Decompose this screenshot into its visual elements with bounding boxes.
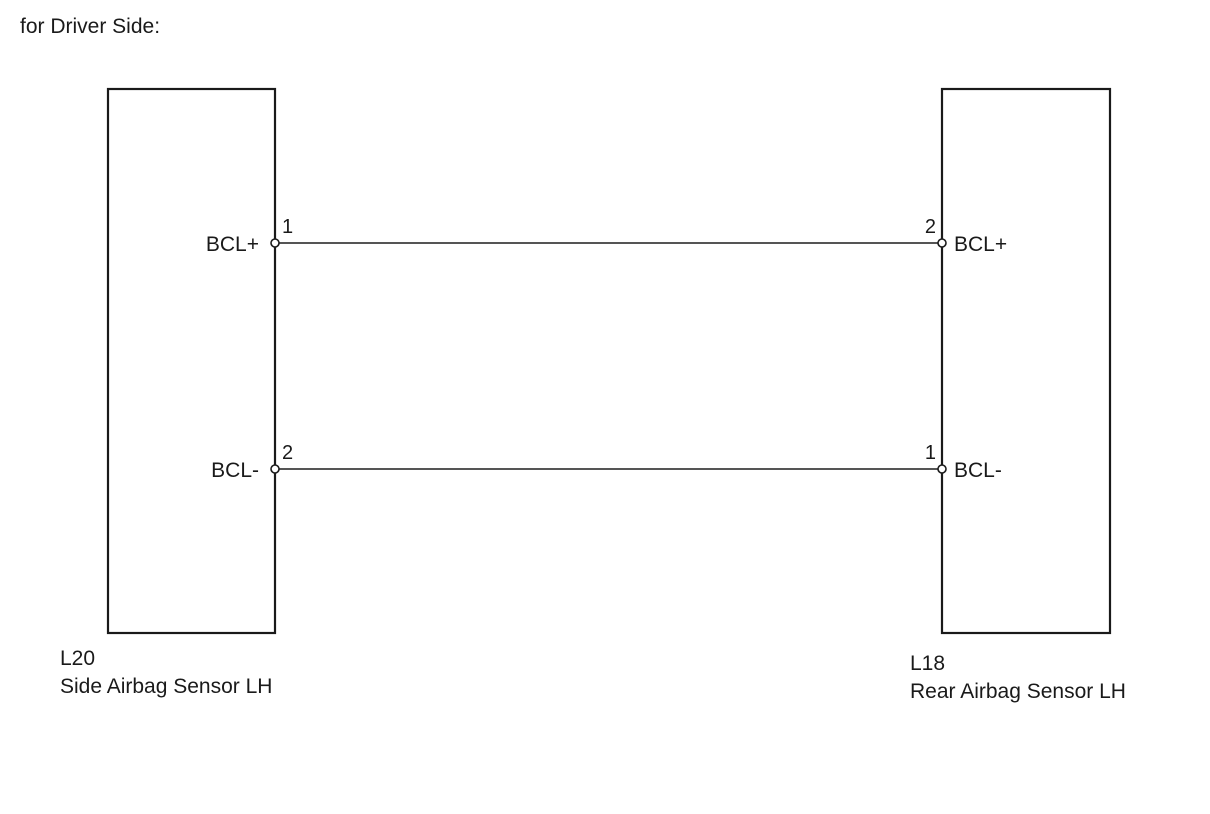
right-terminal-bcl-minus (937, 464, 947, 474)
left-component-code: L20 (60, 647, 96, 670)
right-pin-number-1: 1 (925, 442, 936, 464)
right-component-label: L18 Rear Airbag Sensor LH (910, 650, 1126, 706)
right-component-box (940, 87, 1112, 635)
left-terminal-bcl-minus (270, 464, 280, 474)
right-signal-bcl-minus: BCL- (954, 459, 1002, 482)
left-component-box (106, 87, 277, 635)
left-pin-number-2: 2 (282, 442, 293, 464)
left-pin-number-1: 1 (282, 216, 293, 238)
right-terminal-bcl-plus (937, 238, 947, 248)
left-component-name: Side Airbag Sensor LH (60, 675, 273, 698)
left-signal-bcl-minus: BCL- (211, 459, 259, 482)
left-component-label: L20 Side Airbag Sensor LH (60, 645, 272, 701)
right-component-name: Rear Airbag Sensor LH (910, 680, 1126, 703)
diagram-heading: for Driver Side: (20, 15, 161, 38)
right-component-code: L18 (910, 652, 946, 675)
right-signal-bcl-plus: BCL+ (954, 233, 1007, 256)
left-signal-bcl-plus: BCL+ (206, 233, 259, 256)
left-terminal-bcl-plus (270, 238, 280, 248)
right-pin-number-2: 2 (925, 216, 936, 238)
